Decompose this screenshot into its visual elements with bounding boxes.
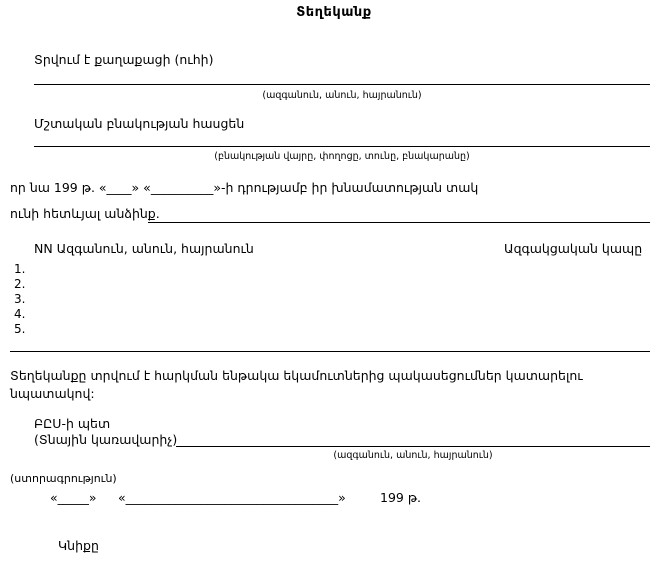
bottom-date-month: «__________________________________»: [118, 490, 346, 505]
address-caption: (բնակության վայրը, փողոցը, տունը, բնակար…: [214, 151, 470, 162]
signature-note: (ստորագրություն): [10, 472, 117, 485]
persons-fill-line[interactable]: [148, 222, 650, 223]
signature-fill-line[interactable]: [176, 446, 650, 447]
custody-date-line: որ նա 199 թ. «____» «__________»-ի դրութ…: [10, 180, 479, 195]
address-fill-line[interactable]: [34, 146, 650, 147]
table-bottom-rule: [10, 351, 650, 352]
issued-to-fill-line[interactable]: [34, 84, 650, 85]
bottom-date-day: «_____»: [50, 490, 97, 505]
purpose-line-2: նպատակով:: [10, 386, 95, 401]
table-row: 4.: [14, 307, 26, 321]
issued-to-caption: (ազգանուն, անուն, հայրանուն): [262, 90, 422, 101]
table-row: 3.: [14, 292, 26, 306]
page-title: Տեղեկանք: [296, 5, 372, 20]
table-row: 2.: [14, 277, 26, 291]
table-header-right: Ազգակցական կապը: [504, 241, 643, 256]
seal-label: Կնիքը: [58, 538, 99, 553]
address-label: Մշտական բնակության հասցեն: [34, 116, 245, 131]
table-row: 5.: [14, 322, 26, 336]
table-row: 1.: [14, 262, 26, 276]
signature-caption: (ազգանուն, անուն, հայրանուն): [333, 450, 493, 461]
issued-to-label: Տրվում է քաղաքացի (ուհի): [34, 52, 214, 67]
signer-role-primary: ԲԸՍ-ի պետ: [34, 416, 111, 431]
bottom-date-year: 199 թ.: [380, 490, 422, 505]
purpose-line-1: Տեղեկանքը տրվում է հարկման ենթակա եկամու…: [10, 368, 583, 383]
signer-role-secondary: (Տնային կառավարիչ): [34, 432, 178, 447]
persons-line-label: ունի հետևյալ անձինք.: [10, 206, 160, 221]
table-header-left: NN Ազգանուն, անուն, հայրանուն: [34, 241, 254, 256]
